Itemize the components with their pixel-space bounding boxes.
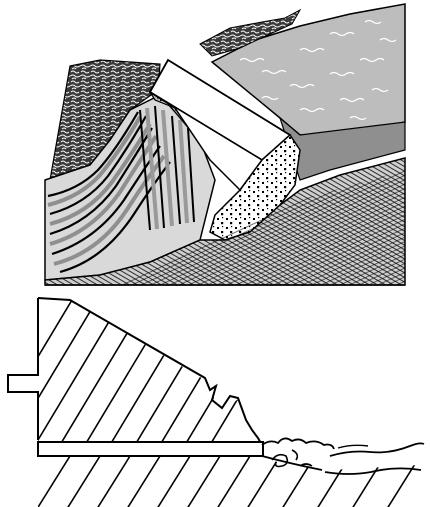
spillway-apron (262, 438, 334, 449)
dam-block-diagram (0, 0, 430, 290)
dam-cross-section (0, 290, 430, 507)
outlet-conduit (38, 442, 263, 456)
tailwater-surface (338, 445, 368, 448)
dam-section-outline (38, 298, 262, 445)
upstream-step (8, 298, 38, 440)
